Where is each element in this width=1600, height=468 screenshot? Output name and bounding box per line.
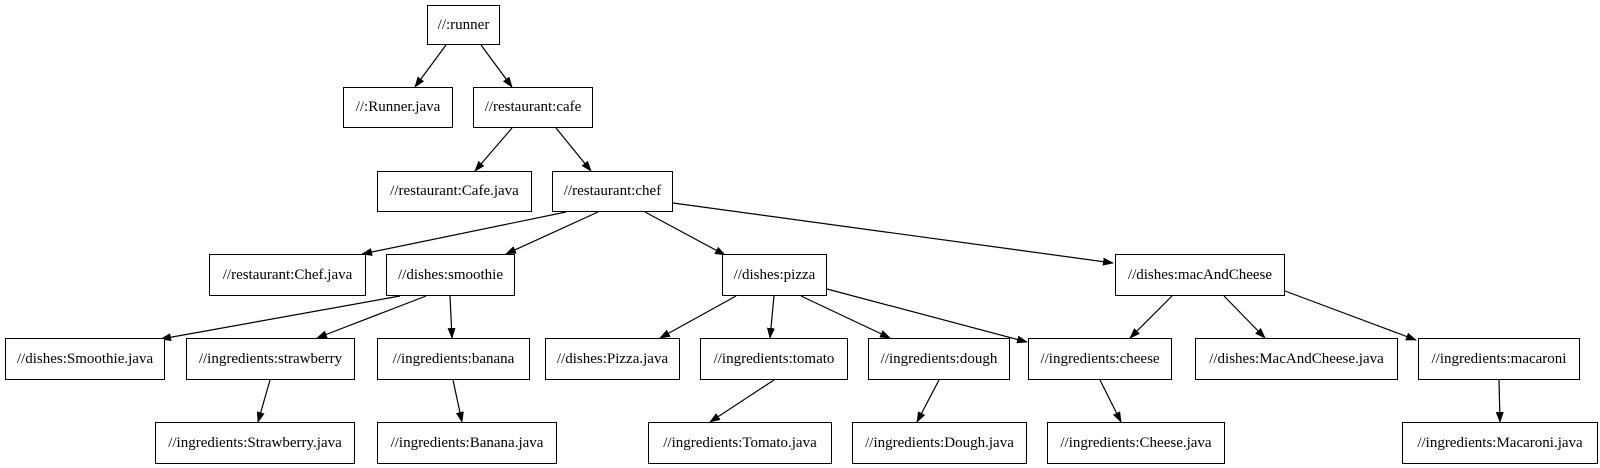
graph-edge-macandcheese-to-macandcheese_java bbox=[1223, 295, 1266, 339]
graph-node-cheese: //ingredients:cheese bbox=[1028, 338, 1172, 380]
graph-node-macandcheese: //dishes:macAndCheese bbox=[1115, 254, 1285, 296]
graph-node-dough_java: //ingredients:Dough.java bbox=[852, 422, 1027, 464]
graph-edge-pizza-to-cheese bbox=[826, 288, 1028, 344]
graph-edge-runner-to-runner_java bbox=[414, 44, 447, 88]
graph-edge-cafe-to-cafe_java bbox=[474, 127, 513, 172]
graph-node-dough: //ingredients:dough bbox=[868, 338, 1010, 380]
graph-node-tomato: //ingredients:tomato bbox=[700, 338, 848, 380]
graph-node-pizza_java: //dishes:Pizza.java bbox=[545, 338, 680, 380]
graph-node-macaroni_java: //ingredients:Macaroni.java bbox=[1402, 422, 1598, 464]
graph-edge-smoothie-to-banana bbox=[447, 295, 456, 339]
graph-edge-pizza-to-tomato bbox=[766, 295, 775, 339]
graph-edge-strawberry-to-strawberry_java bbox=[256, 379, 271, 423]
graph-edge-pizza-to-pizza_java bbox=[659, 295, 737, 339]
graph-node-cafe_java: //restaurant:Cafe.java bbox=[377, 171, 532, 212]
graph-edge-cheese-to-cheese_java bbox=[1099, 379, 1122, 423]
graph-edge-tomato-to-tomato_java bbox=[709, 379, 775, 423]
graph-node-chef: //restaurant:chef bbox=[552, 171, 673, 212]
graph-node-macaroni: //ingredients:macaroni bbox=[1418, 338, 1580, 380]
graph-edge-cafe-to-chef bbox=[555, 127, 592, 172]
graph-node-runner_java: //:Runner.java bbox=[343, 87, 453, 128]
graph-node-strawberry_java: //ingredients:Strawberry.java bbox=[155, 422, 355, 464]
graph-edge-macandcheese-to-macaroni bbox=[1284, 290, 1417, 341]
graph-edge-chef-to-macandcheese bbox=[672, 202, 1114, 266]
graph-edge-smoothie-to-smoothie_java bbox=[160, 295, 401, 342]
graph-edge-runner-to-cafe bbox=[480, 44, 513, 88]
graph-node-pizza: //dishes:pizza bbox=[722, 254, 827, 296]
graph-node-smoothie: //dishes:smoothie bbox=[386, 254, 515, 296]
graph-edge-chef-to-pizza bbox=[644, 211, 726, 256]
graph-edge-chef-to-chef_java bbox=[361, 211, 567, 256]
graph-node-banana_java: //ingredients:Banana.java bbox=[377, 422, 557, 464]
graph-edge-pizza-to-dough bbox=[800, 295, 891, 339]
graph-node-smoothie_java: //dishes:Smoothie.java bbox=[5, 338, 165, 380]
graph-edge-macandcheese-to-cheese bbox=[1129, 295, 1173, 339]
graph-node-runner: //:runner bbox=[427, 5, 500, 45]
graph-edge-chef-to-smoothie bbox=[505, 211, 599, 255]
graph-edge-macaroni-to-macaroni_java bbox=[1495, 379, 1504, 423]
graph-node-banana: //ingredients:banana bbox=[377, 338, 530, 380]
graph-node-tomato_java: //ingredients:Tomato.java bbox=[648, 422, 832, 464]
graph-node-strawberry: //ingredients:strawberry bbox=[186, 338, 355, 380]
graph-node-cafe: //restaurant:cafe bbox=[473, 87, 593, 128]
graph-node-macandcheese_java: //dishes:MacAndCheese.java bbox=[1195, 338, 1398, 380]
graph-edge-dough-to-dough_java bbox=[916, 379, 940, 423]
graph-edge-smoothie-to-strawberry bbox=[316, 295, 427, 339]
graph-node-cheese_java: //ingredients:Cheese.java bbox=[1047, 422, 1225, 464]
graph-node-chef_java: //restaurant:Chef.java bbox=[209, 254, 366, 296]
graph-edge-banana-to-banana_java bbox=[452, 379, 464, 423]
